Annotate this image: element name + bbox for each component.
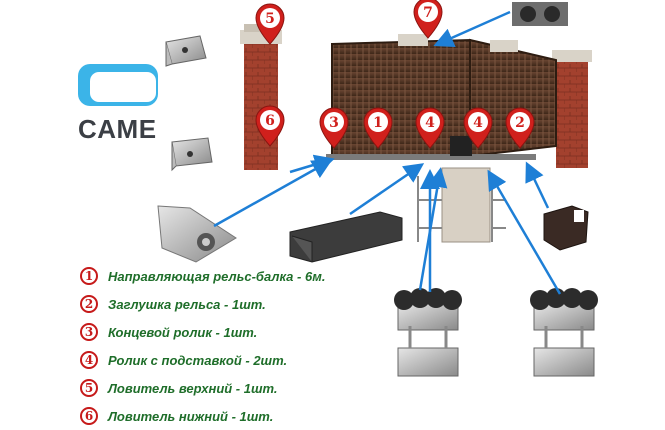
legend-number-badge: 2 [80,295,98,313]
end-roller-part [157,205,237,263]
came-logo-text: CAME [78,114,157,144]
legend-item: 6 Ловитель нижний - 1шт. [80,402,400,430]
top-catcher-bracket [165,35,207,67]
roller-carriage-left [394,288,462,377]
callout-pin-7: 4 [463,107,493,149]
legend-item: 3 Концевой ролик - 1шт. [80,318,400,346]
rail-beam-part [289,211,403,263]
top-roller-part [512,2,568,26]
diagram-canvas: 5 7 6 3 1 4 4 2 [78,0,598,377]
callout-pin-number: 3 [329,115,339,131]
callout-pin-number: 4 [425,115,435,131]
roller-carriage-right [530,288,598,377]
legend-number-badge: 5 [80,379,98,397]
callout-pin-5: 1 [363,107,393,149]
callout-pin-3: 6 [255,105,285,147]
right-pillar [552,50,592,168]
legend-number-badge: 3 [80,323,98,341]
callout-pin-number: 5 [265,11,275,27]
callout-pin-4: 3 [319,107,349,149]
legend-item: 4 Ролик с подставкой - 2шт. [80,346,400,374]
bottom-catcher-bracket [171,137,213,172]
legend-number-badge: 4 [80,351,98,369]
legend-item: 5 Ловитель верхний - 1шт. [80,374,400,402]
callout-pin-number: 4 [473,115,483,131]
legend-number-badge: 6 [80,407,98,425]
callout-pin-number: 6 [265,113,275,129]
legend-text: Ловитель нижний - 1шт. [108,408,274,424]
legend-item: 2 Заглушка рельса - 1шт. [80,290,400,318]
callout-pin-6: 4 [415,107,445,149]
legend-text: Направляющая рельс-балка - 6м. [108,268,326,284]
callout-pin-2: 7 [413,0,443,39]
left-pillar [240,24,282,170]
pointer-arrows [213,10,562,295]
callout-pin-number: 7 [423,5,433,21]
legend-text: Заглушка рельса - 1шт. [108,296,266,312]
legend-item: 1 Направляющая рельс-балка - 6м. [80,262,400,290]
callout-pin-8: 2 [505,107,535,149]
legend-text: Ролик с подставкой - 2шт. [108,352,288,368]
legend-text: Концевой ролик - 1шт. [108,324,258,340]
legend-text: Ловитель верхний - 1шт. [108,380,278,396]
callout-pin-number: 1 [373,115,383,131]
came-logo-mark [78,64,158,106]
callout-pin-1: 5 [255,3,285,45]
foundation-frame [417,167,506,243]
callout-pin-number: 2 [515,115,525,131]
legend-number-badge: 1 [80,267,98,285]
rail-end-cap-part [543,205,589,251]
callout-pins: 5 7 6 3 1 4 4 2 [255,0,535,149]
